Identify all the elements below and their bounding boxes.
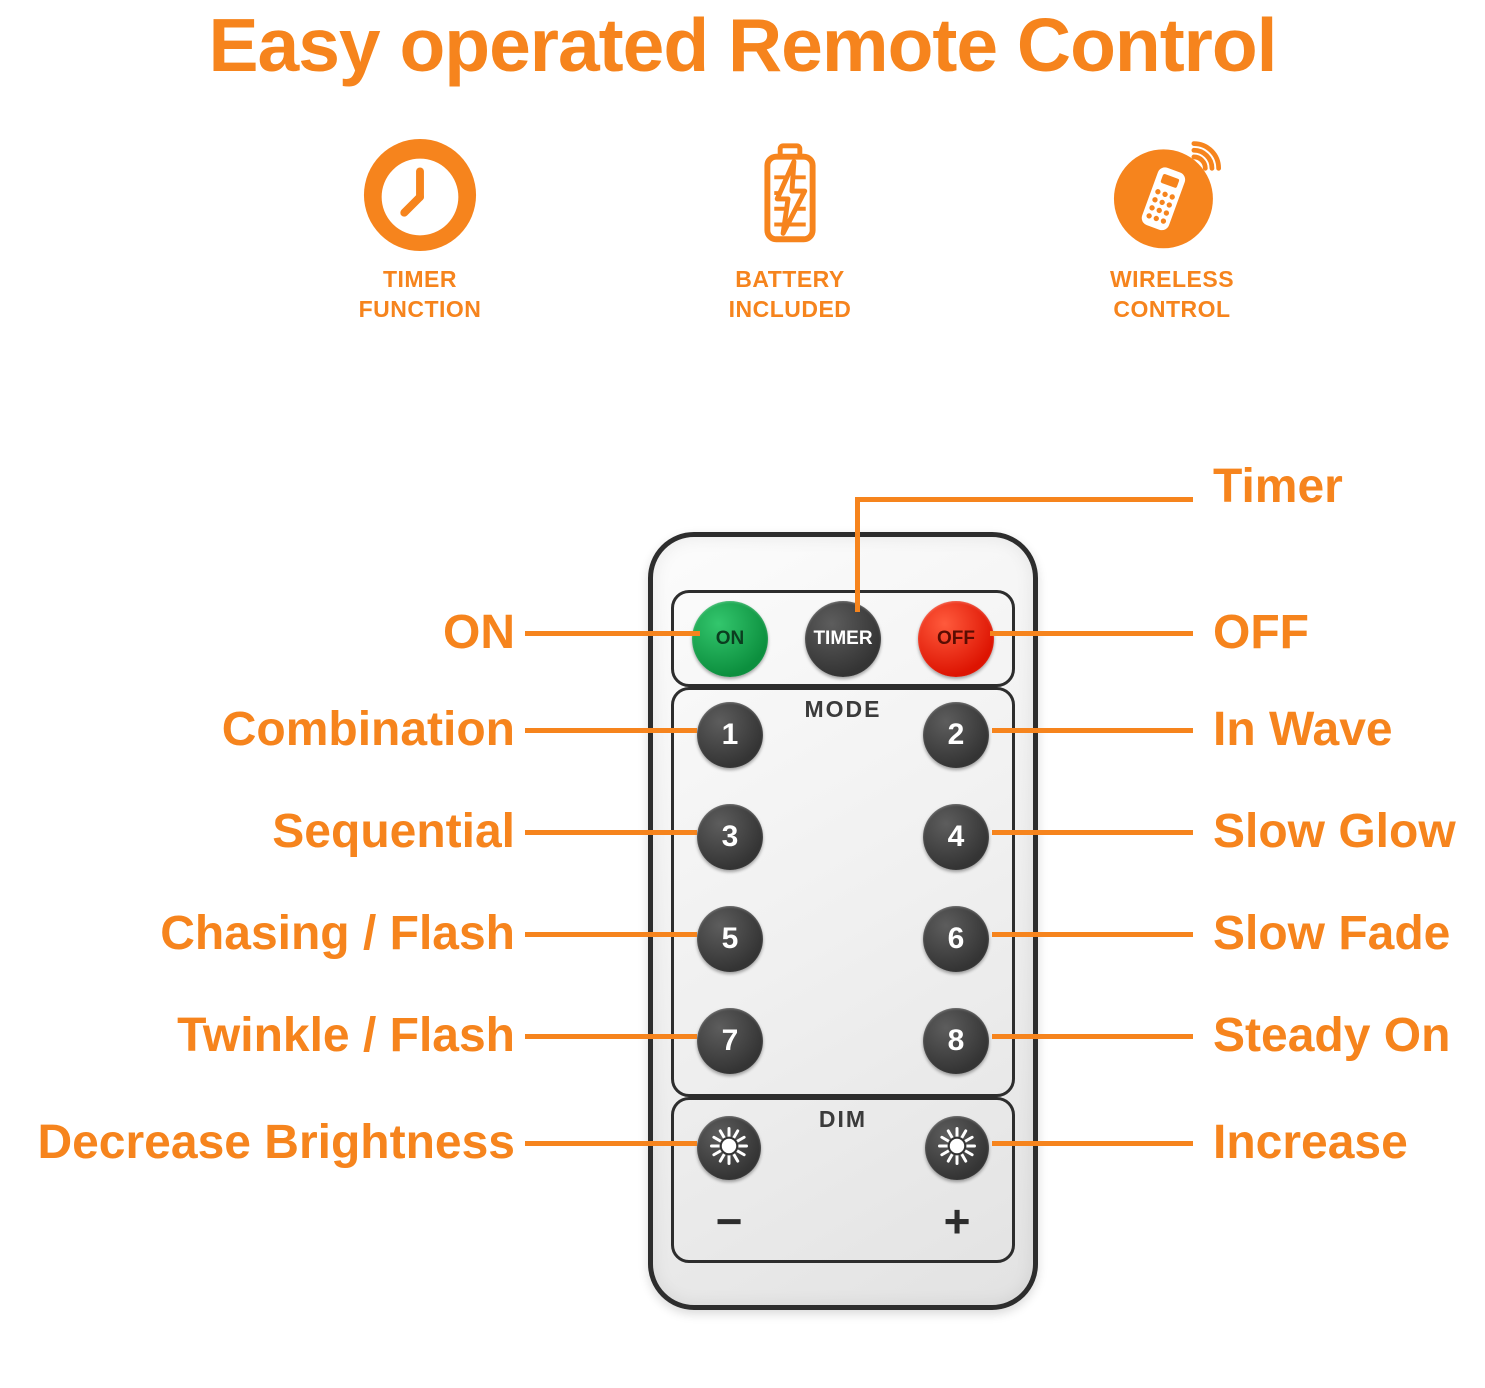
- feature-label-line1: TIMER: [382, 266, 458, 292]
- mode-row: 7 8: [674, 1008, 1012, 1074]
- connector-line-combination: [525, 728, 697, 733]
- mode-button-1: 1: [697, 702, 763, 768]
- annotation-sequential: Sequential: [272, 805, 515, 858]
- off-button: OFF: [918, 600, 994, 677]
- battery-icon: [731, 136, 849, 259]
- mode-button-7: 7: [697, 1008, 763, 1074]
- clock-icon: [361, 136, 479, 259]
- annotation-increase: Increase: [1213, 1116, 1408, 1169]
- page-title: Easy operated Remote Control: [208, 3, 1277, 87]
- on-button: ON: [692, 600, 768, 677]
- mode-button-6: 6: [923, 906, 989, 972]
- mode-row: 5 6: [674, 906, 1012, 972]
- mode-section-label: MODE: [804, 696, 882, 722]
- annotation-slow-fade: Slow Fade: [1213, 907, 1451, 960]
- annotation-on: ON: [443, 606, 515, 659]
- connector-line-in-wave: [992, 728, 1193, 733]
- annotation-chasing-flash: Chasing / Flash: [160, 907, 515, 960]
- dim-row: [674, 1116, 1012, 1180]
- mode-button-8: 8: [923, 1008, 989, 1074]
- feature-label-line1: WIRELESS: [1109, 266, 1235, 292]
- annotation-twinkle-flash: Twinkle / Flash: [177, 1009, 515, 1062]
- feature-timer-function: TIMER FUNCTION: [295, 136, 545, 325]
- connector-line-steady-on: [992, 1034, 1193, 1039]
- feature-label-line1: BATTERY: [735, 266, 845, 292]
- plus-sign: +: [943, 1195, 971, 1247]
- dim-sign-row: − +: [674, 1194, 1012, 1249]
- feature-label: BATTERY INCLUDED: [729, 265, 852, 325]
- remote-icon: [1110, 136, 1234, 259]
- mode-button-3: 3: [697, 804, 763, 870]
- feature-label-line2: CONTROL: [1113, 295, 1231, 322]
- brightness-sun-icon: [936, 1125, 978, 1172]
- connector-line-decrease-brightness: [525, 1141, 697, 1146]
- feature-label-line2: FUNCTION: [358, 295, 482, 322]
- annotation-timer: Timer: [1213, 460, 1343, 513]
- mode-row: 1 2: [674, 702, 1012, 768]
- mode-button-5: 5: [697, 906, 763, 972]
- connector-line-on: [525, 631, 700, 636]
- timer-button: TIMER: [805, 600, 881, 677]
- remote-control: ON TIMER OFF MODE 1 2 3 4 5 6 7: [648, 532, 1038, 1310]
- minus-sign: −: [715, 1195, 743, 1247]
- annotation-decrease-brightness: Decrease Brightness: [37, 1116, 515, 1169]
- connector-line-timer-horizontal: [858, 497, 1193, 502]
- dim-section-label: DIM: [818, 1106, 868, 1132]
- feature-wireless-control: WIRELESS CONTROL: [1047, 136, 1297, 325]
- dim-decrease-button: [697, 1116, 761, 1180]
- connector-line-increase: [992, 1141, 1193, 1146]
- connector-line-twinkle-flash: [525, 1034, 697, 1039]
- mode-grid: 1 2 3 4 5 6 7 8: [674, 702, 1012, 1074]
- brightness-sun-icon: [708, 1125, 750, 1172]
- mode-button-group: MODE 1 2 3 4 5 6 7 8: [671, 687, 1015, 1097]
- power-button-group: ON TIMER OFF: [671, 590, 1015, 687]
- annotation-slow-glow: Slow Glow: [1213, 805, 1456, 858]
- feature-label-line2: INCLUDED: [728, 295, 852, 322]
- connector-line-slow-fade: [992, 932, 1193, 937]
- dim-button-group: DIM: [671, 1097, 1015, 1263]
- connector-line-off: [990, 631, 1193, 636]
- annotation-off: OFF: [1213, 606, 1309, 659]
- annotation-steady-on: Steady On: [1213, 1009, 1451, 1062]
- annotation-combination: Combination: [221, 703, 515, 756]
- mode-row: 3 4: [674, 804, 1012, 870]
- mode-button-4: 4: [923, 804, 989, 870]
- connector-line-sequential: [525, 830, 697, 835]
- mode-button-2: 2: [923, 702, 989, 768]
- feature-label: TIMER FUNCTION: [359, 265, 482, 325]
- annotation-in-wave: In Wave: [1213, 703, 1393, 756]
- dim-increase-button: [925, 1116, 989, 1180]
- feature-label: WIRELESS CONTROL: [1110, 265, 1234, 325]
- connector-line-slow-glow: [992, 830, 1193, 835]
- connector-line-timer-vertical: [855, 497, 860, 612]
- feature-battery-included: BATTERY INCLUDED: [665, 136, 915, 325]
- connector-line-chasing-flash: [525, 932, 697, 937]
